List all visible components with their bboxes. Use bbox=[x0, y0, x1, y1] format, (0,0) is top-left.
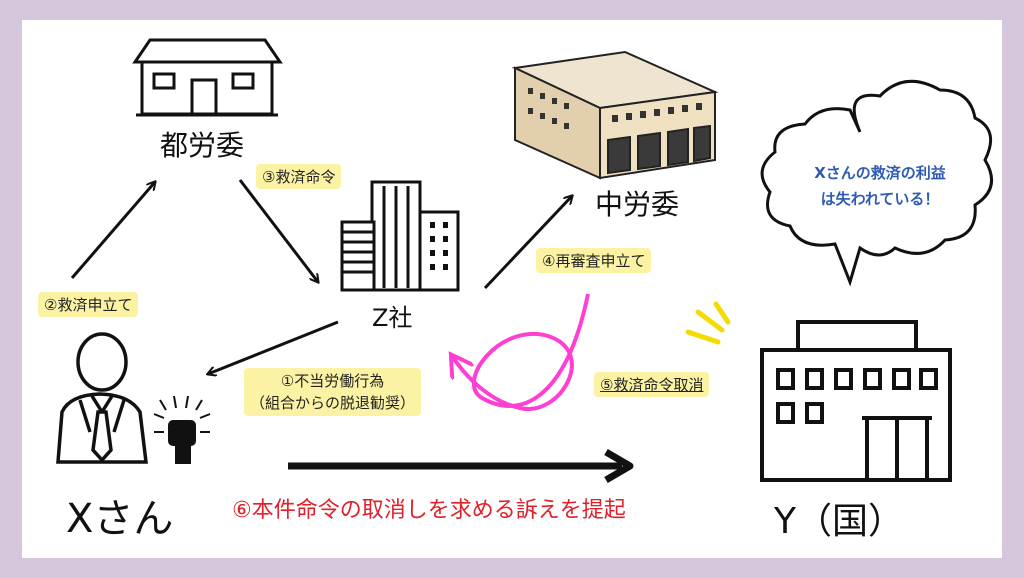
z-company-building-icon bbox=[340, 180, 460, 292]
x-person-label: Xさん bbox=[66, 496, 174, 542]
arrow-z-to-churoi bbox=[483, 196, 572, 290]
speech-bubble bbox=[760, 79, 994, 287]
step-6-label: ⑥本件命令の取消しを求める訴えを提起 bbox=[232, 498, 626, 523]
state-building-icon bbox=[760, 320, 952, 482]
y-state-label: Y（国） bbox=[774, 501, 904, 542]
flow-arrows bbox=[70, 179, 572, 374]
person-icon bbox=[56, 332, 148, 464]
z-company-label: Z社 bbox=[372, 304, 413, 332]
magenta-loop-arrow bbox=[452, 293, 590, 412]
bubble-line-2: は失われている！ bbox=[820, 190, 940, 208]
lawsuit-arrow bbox=[288, 448, 634, 484]
step-4-label: ④再審査申立て bbox=[536, 248, 652, 273]
emphasis-marks-icon bbox=[685, 301, 731, 345]
step-3-label: ③救済命令 bbox=[256, 164, 342, 189]
toroi-label: 都労委 bbox=[160, 129, 245, 162]
fist-icon bbox=[153, 395, 211, 464]
churoi-label: 中労委 bbox=[595, 188, 680, 221]
arrow-x-to-toroi bbox=[70, 182, 155, 279]
step-5-label: ⑤救済命令取消 bbox=[594, 372, 710, 397]
arrow-z-to-x bbox=[208, 320, 339, 374]
step-2-label: ②救済申立て bbox=[38, 292, 139, 317]
toroi-building-icon bbox=[132, 38, 283, 117]
step-1-label: ①不当労働行為 （組合からの脱退勧奨） bbox=[244, 368, 422, 416]
step-1-line2: （組合からの脱退勧奨） bbox=[250, 394, 416, 412]
churoi-building-icon bbox=[511, 50, 719, 180]
arrow-toroi-to-z bbox=[238, 179, 318, 282]
bubble-line-1: Xさんの救済の利益 bbox=[814, 164, 946, 182]
step-1-line1: ①不当労働行為 bbox=[280, 372, 385, 390]
bubble-text: Xさんの救済の利益 は失われている！ bbox=[790, 160, 970, 212]
